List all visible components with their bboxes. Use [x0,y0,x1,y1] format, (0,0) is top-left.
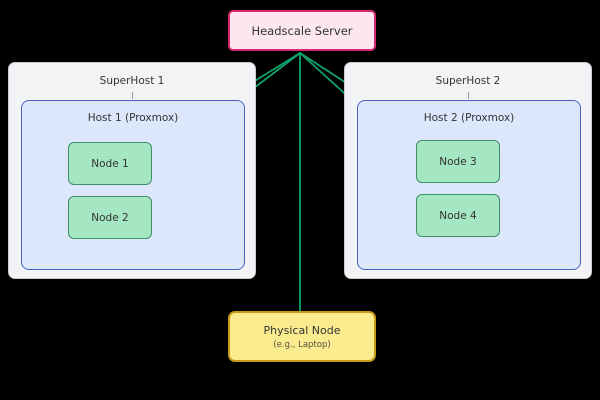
physical-node-sublabel: (e.g., Laptop) [273,339,331,350]
superhost-1-tick-mark [131,92,133,99]
physical-node-box[interactable]: Physical Node (e.g., Laptop) [228,311,376,362]
node-3-label: Node 3 [439,155,477,168]
physical-node-label: Physical Node [263,323,341,337]
headscale-server-label: Headscale Server [251,23,353,38]
node-1-label: Node 1 [91,157,129,170]
superhost-2-title: SuperHost 2 [435,75,501,87]
node-2-box[interactable]: Node 2 [68,196,152,239]
superhost-1-title: SuperHost 1 [99,75,165,87]
host-2-title: Host 2 (Proxmox) [423,112,515,124]
headscale-server-node[interactable]: Headscale Server [228,10,376,51]
superhost-2-tick-mark [467,92,469,99]
node-2-label: Node 2 [91,211,129,224]
host-1-container[interactable]: Host 1 (Proxmox) [21,100,245,270]
node-4-box[interactable]: Node 4 [416,194,500,237]
node-1-box[interactable]: Node 1 [68,142,152,185]
node-3-box[interactable]: Node 3 [416,140,500,183]
node-4-label: Node 4 [439,209,477,222]
host-1-title: Host 1 (Proxmox) [87,112,179,124]
host-2-container[interactable]: Host 2 (Proxmox) [357,100,581,270]
